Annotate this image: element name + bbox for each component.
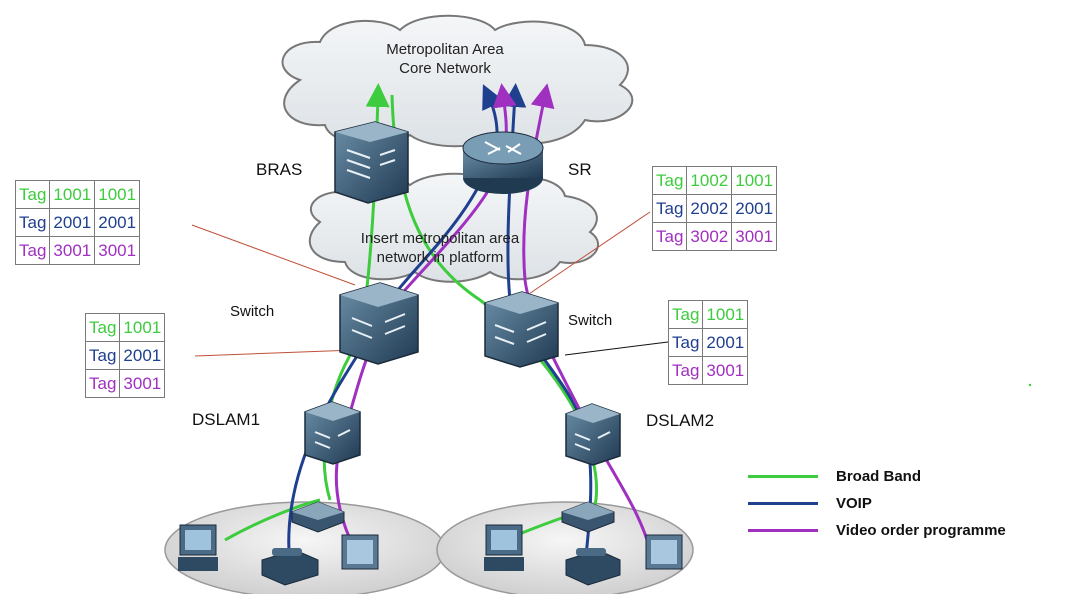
bras-label: BRAS bbox=[256, 160, 303, 179]
legend-label: VOIP bbox=[836, 494, 872, 512]
legend-swatch bbox=[748, 474, 818, 478]
tag-label-cell: Tag bbox=[667, 300, 704, 329]
dslam-icon-1 bbox=[304, 401, 361, 465]
tag-label-cell: Tag bbox=[14, 180, 51, 209]
tag-label-cell: Tag bbox=[14, 208, 51, 237]
tag-value-cell: 1001 bbox=[119, 313, 166, 342]
cloud-core-line2: Core Network bbox=[399, 60, 491, 77]
tag-value-cell: 1001 bbox=[94, 180, 141, 209]
tag-value-cell: 1001 bbox=[702, 300, 749, 329]
tag-label-cell: Tag bbox=[84, 369, 121, 398]
tag-value-cell: 3001 bbox=[94, 236, 141, 265]
tag-label-cell: Tag bbox=[84, 313, 121, 342]
tag-label-cell: Tag bbox=[14, 236, 51, 265]
stray-dot bbox=[1028, 383, 1032, 387]
tv-icon-left bbox=[341, 534, 379, 570]
callout-line-upper-left bbox=[191, 224, 356, 286]
pc-icon-right bbox=[484, 524, 524, 571]
legend-item: Broad Band bbox=[748, 466, 921, 486]
callout-line-upper-right bbox=[519, 211, 651, 301]
legend-swatch bbox=[748, 501, 818, 505]
router-icon-bras bbox=[334, 121, 409, 204]
tag-value-cell: 2001 bbox=[49, 208, 96, 237]
switch-left-label: Switch bbox=[230, 303, 275, 320]
switch-right-label: Switch bbox=[568, 312, 613, 329]
cloud-core-label: Metropolitan Area Core Network bbox=[360, 40, 530, 78]
tag-value-cell: 3001 bbox=[731, 222, 778, 251]
tag-value-cell: 3001 bbox=[119, 369, 166, 398]
legend-swatch bbox=[748, 528, 818, 532]
tag-value-cell: 2001 bbox=[702, 328, 749, 357]
legend-label: Broad Band bbox=[836, 467, 922, 485]
cloud-core-line1: Metropolitan Area bbox=[386, 41, 504, 58]
tag-value-cell: 3001 bbox=[49, 236, 96, 265]
tag-value-cell: 2001 bbox=[119, 341, 166, 370]
tag-label-cell: Tag bbox=[651, 194, 688, 223]
router-icon-sr bbox=[462, 131, 544, 194]
tag-label-cell: Tag bbox=[667, 356, 704, 385]
tag-label-cell: Tag bbox=[84, 341, 121, 370]
tag-label-cell: Tag bbox=[651, 222, 688, 251]
tag-value-cell: 1001 bbox=[49, 180, 96, 209]
legend-item: VOIP bbox=[748, 493, 872, 513]
modem-icon-right bbox=[561, 501, 615, 533]
dslam1-label: DSLAM1 bbox=[192, 410, 261, 429]
tag-label-cell: Tag bbox=[651, 166, 688, 195]
cloud-metro-label: Insert metropolitan area network in plat… bbox=[345, 229, 535, 267]
dslam-icon-2 bbox=[565, 403, 621, 466]
legend-item: Video order programme bbox=[748, 520, 1006, 540]
tag-value-cell: 3002 bbox=[686, 222, 733, 251]
legend-label: Video order programme bbox=[836, 521, 1006, 539]
dslam2-label: DSLAM2 bbox=[646, 411, 715, 430]
sr-label: SR bbox=[568, 160, 592, 179]
tag-value-cell: 2002 bbox=[686, 194, 733, 223]
tag-value-cell: 3001 bbox=[702, 356, 749, 385]
switch-icon-right bbox=[484, 291, 559, 368]
tag-value-cell: 2001 bbox=[731, 194, 778, 223]
modem-icon-left bbox=[291, 501, 345, 533]
tag-value-cell: 1002 bbox=[686, 166, 733, 195]
switch-icon-left bbox=[339, 282, 419, 365]
callout-line-mid-right bbox=[564, 341, 669, 356]
tag-value-cell: 1001 bbox=[731, 166, 778, 195]
cloud-metro-line2: network in platform bbox=[376, 249, 504, 266]
tv-icon-right bbox=[645, 534, 683, 570]
cloud-icon-core bbox=[281, 14, 634, 148]
callout-line-mid-left bbox=[194, 349, 356, 357]
cloud-metro-line1: Insert metropolitan area bbox=[360, 230, 520, 247]
tag-value-cell: 2001 bbox=[94, 208, 141, 237]
pc-icon-left bbox=[178, 524, 218, 571]
phone-icon-right bbox=[565, 548, 621, 586]
tag-label-cell: Tag bbox=[667, 328, 704, 357]
phone-icon-left bbox=[261, 548, 319, 586]
